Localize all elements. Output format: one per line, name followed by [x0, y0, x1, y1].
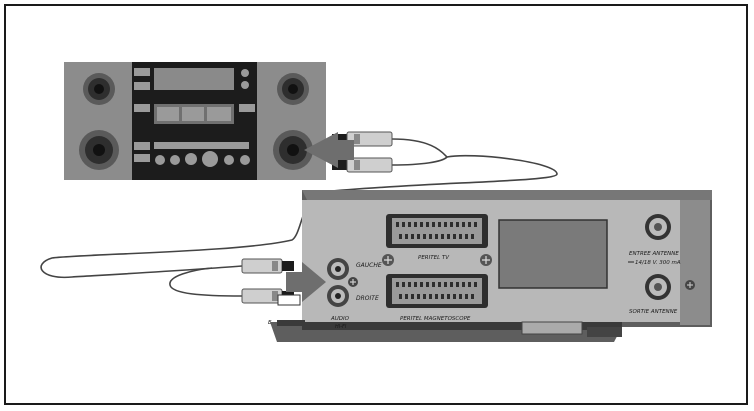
hifi-system [64, 62, 326, 180]
audio-jack-left [327, 258, 349, 280]
receiver-side-connector [277, 294, 301, 306]
audio-cables [40, 138, 558, 297]
label-droite: DROITE [356, 295, 379, 302]
right-speaker [273, 73, 313, 170]
label-sortie-antenne: SORTIE ANTENNE [629, 309, 678, 315]
rca-plug-hifi-top [332, 131, 393, 147]
card-slot-panel [498, 219, 608, 289]
rca-plug-hifi-bottom [332, 157, 393, 173]
label-audio: AUDIO [330, 316, 350, 322]
label-hifi: HI-FI [335, 324, 347, 330]
label-edge-letter: E [268, 320, 272, 326]
rca-plug-receiver-top [241, 258, 294, 274]
antenna-output-connector [645, 274, 671, 300]
scart-peritel-magnetoscope [386, 274, 488, 308]
label-gauche: GAUCHE [356, 262, 382, 269]
arrow-into-hifi [304, 132, 354, 168]
label-peritel-tv: PERITEL TV [418, 255, 450, 261]
hifi-center-unit [132, 62, 257, 180]
label-peritel-magnetoscope: PERITEL MAGNETOSCOPE [400, 316, 471, 322]
diagram-frame: GAUCHE DROITE AUDIO HI-FI PERITEL TV PER… [4, 4, 748, 405]
antenna-input-connector [645, 214, 671, 240]
scart-peritel-tv [382, 214, 492, 266]
audio-jack-right [327, 285, 349, 307]
connection-diagram: GAUCHE DROITE AUDIO HI-FI PERITEL TV PER… [40, 62, 712, 342]
left-speaker [79, 73, 119, 170]
label-entree-antenne: ENTREE ANTENNE [629, 251, 679, 257]
label-entree-antenne-spec: 14/18 V. 300 mA [635, 260, 681, 266]
receiver-back-panel: GAUCHE DROITE AUDIO HI-FI PERITEL TV PER… [268, 190, 712, 342]
arrow-into-receiver [286, 262, 326, 302]
